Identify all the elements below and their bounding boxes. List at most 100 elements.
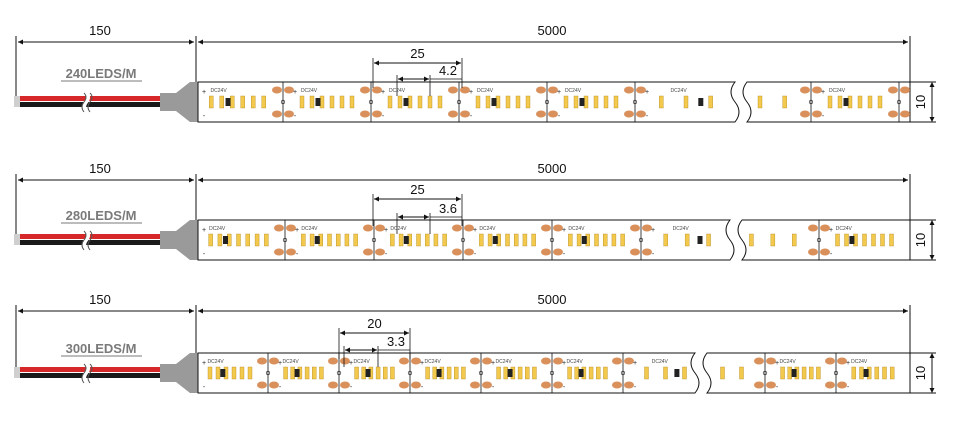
polarity-plus: + xyxy=(295,227,299,234)
led-chip xyxy=(329,95,335,109)
led-chip xyxy=(827,95,833,109)
end-cap xyxy=(160,353,198,393)
led-chip xyxy=(837,95,843,109)
dimension-arrowhead xyxy=(189,308,194,314)
resistor xyxy=(220,369,226,377)
led-chip xyxy=(851,366,857,380)
solder-pad xyxy=(888,110,898,118)
led-chip xyxy=(792,233,797,247)
led-chip xyxy=(361,366,366,380)
led-chip xyxy=(770,233,776,247)
polarity-plus: + xyxy=(557,89,561,96)
width-value: 10 xyxy=(913,95,928,109)
solder-pad xyxy=(812,86,822,94)
solder-pad xyxy=(800,110,810,118)
polarity-minus: - xyxy=(830,251,833,258)
solder-pad xyxy=(452,224,462,232)
total-length-value: 5000 xyxy=(538,161,567,176)
led-chip xyxy=(487,233,493,247)
solder-pad xyxy=(363,224,373,232)
scissor-mark xyxy=(620,370,626,376)
segment-marking: DC24V xyxy=(477,88,494,94)
solder-pad xyxy=(274,224,284,232)
polarity-minus: - xyxy=(279,384,282,391)
dimension-arrowhead xyxy=(398,214,403,220)
solder-pad xyxy=(452,248,462,256)
resistor xyxy=(843,98,849,106)
led-chip xyxy=(594,233,599,247)
solder-pad xyxy=(536,110,546,118)
scissor-mark xyxy=(460,237,466,243)
dimension-arrowhead xyxy=(345,347,350,353)
led-pitch-value: 3.3 xyxy=(387,334,405,349)
dimension-arrowhead xyxy=(929,82,935,87)
solder-pad xyxy=(372,86,382,94)
led-chip xyxy=(454,366,459,380)
scissor-mark xyxy=(407,370,413,376)
polarity-minus: - xyxy=(203,251,206,258)
resistor xyxy=(315,98,321,106)
solder-pad xyxy=(470,357,480,365)
led-chip xyxy=(583,95,589,109)
solder-pad xyxy=(553,381,563,389)
led-chip xyxy=(425,233,430,247)
led-chip xyxy=(620,233,625,247)
dimension-arrowhead xyxy=(903,39,908,45)
led-chip xyxy=(859,366,864,380)
solder-pad xyxy=(286,224,296,232)
polarity-minus: - xyxy=(474,251,477,258)
solder-pad xyxy=(470,381,480,389)
led-chip xyxy=(525,95,531,109)
solder-pad xyxy=(820,248,830,256)
solder-pad xyxy=(363,248,373,256)
polarity-plus: + xyxy=(562,360,566,367)
led-chip xyxy=(236,233,241,247)
led-chip xyxy=(485,95,491,109)
scissor-mark xyxy=(549,237,555,243)
dimension-arrowhead xyxy=(404,330,409,336)
wire-tip xyxy=(14,234,20,245)
led-chip xyxy=(739,366,744,380)
segment-marking: DC24V xyxy=(673,226,690,232)
solder-pad xyxy=(448,86,458,94)
dimension-arrowhead xyxy=(424,214,429,220)
led-chip xyxy=(882,366,887,380)
led-chip xyxy=(611,233,617,247)
led-chip xyxy=(505,95,511,109)
led-chip xyxy=(215,366,221,380)
segment-marking: DC24V xyxy=(565,88,582,94)
width-value: 10 xyxy=(913,233,928,247)
lead-length-value: 150 xyxy=(89,292,111,307)
solder-pad xyxy=(612,381,622,389)
wire-break-line xyxy=(81,92,93,113)
strip-body-left xyxy=(197,81,740,123)
wire-tip xyxy=(14,96,20,107)
strip-drawing-1: 1505000240LEDS/M10DC24V+-DC24V+-DC24V+-D… xyxy=(14,23,936,123)
led-chip xyxy=(407,95,413,109)
led-chip xyxy=(525,366,530,380)
led-chip xyxy=(446,366,452,380)
solder-pad xyxy=(642,248,652,256)
wire-break-line xyxy=(81,230,93,251)
dimension-arrowhead xyxy=(18,308,23,314)
dimension-arrowhead xyxy=(374,60,379,66)
resistor xyxy=(492,236,498,244)
resistor xyxy=(581,236,587,244)
led-chip xyxy=(264,233,269,247)
polarity-minus: - xyxy=(776,384,779,391)
solder-pad xyxy=(624,357,634,365)
segment-length-value: 20 xyxy=(367,316,381,331)
solder-pad xyxy=(269,357,279,365)
led-chip xyxy=(261,95,266,109)
resistor xyxy=(578,369,584,377)
polarity-minus: - xyxy=(847,384,850,391)
led-chip xyxy=(301,233,306,247)
solder-pad xyxy=(808,224,818,232)
scissor-mark xyxy=(549,370,555,376)
polarity-minus: - xyxy=(385,251,388,258)
solder-pad xyxy=(375,224,385,232)
resistor xyxy=(507,369,513,377)
solder-pad xyxy=(548,110,558,118)
